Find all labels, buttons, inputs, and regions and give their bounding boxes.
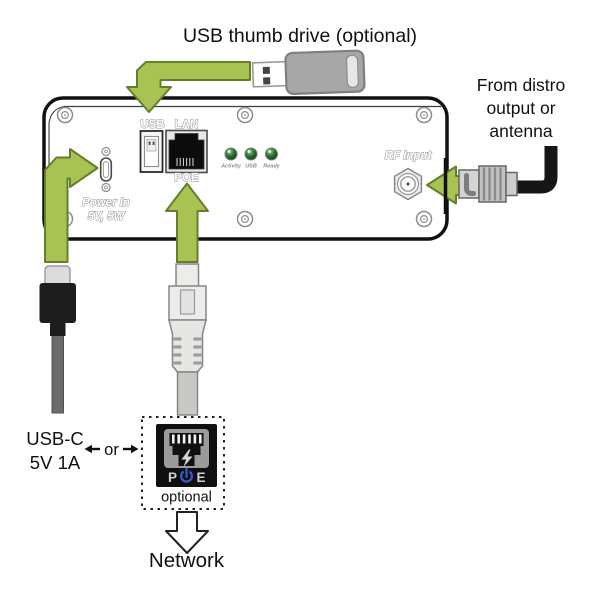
faceplate-left-edge — [48, 105, 65, 222]
device-panel: Power In 5V, 5W USB LAN POE — [42, 96, 449, 241]
usbc-rating-line2: 5V 1A — [30, 452, 81, 473]
poe-injector-box: P E optional — [141, 416, 225, 510]
usb-drive-cap-line — [345, 54, 359, 88]
power-symbol-icon — [179, 467, 194, 483]
bnc-bayonet-slot — [464, 173, 476, 196]
poe-e-label: E — [196, 470, 205, 485]
arrow-usbc-to-power-in — [44, 148, 99, 263]
poe-optional-label: optional — [161, 490, 212, 506]
usbc-port — [99, 146, 113, 193]
poe-p-label: P — [168, 470, 177, 485]
arrow-lan-cable-to-port — [165, 182, 209, 263]
or-selector: or — [84, 441, 139, 459]
usb-drive-body — [284, 49, 366, 96]
usb-drive-contact — [262, 66, 270, 74]
power-in-rating-label: 5V, 5W — [88, 211, 126, 223]
or-right-arrow-icon — [131, 444, 139, 454]
rf-input-connector — [393, 167, 423, 201]
poe-port-label: POE — [174, 173, 199, 185]
led-activity-label: Activity — [220, 164, 242, 170]
lightning-bolt-icon — [181, 449, 193, 467]
title-usb-thumb-drive: USB thumb drive (optional) — [183, 25, 417, 47]
rf-source-line3: antenna — [489, 121, 553, 141]
ethernet-cable — [168, 263, 207, 416]
rf-source-line2: output or — [486, 98, 555, 118]
usb-drive-contact — [263, 77, 271, 85]
usb-port-label: USB — [140, 119, 164, 131]
or-label: or — [104, 441, 119, 459]
led-ready — [265, 147, 278, 161]
network-label: Network — [149, 549, 225, 572]
rf-source-caption: From distro output or antenna — [477, 75, 565, 141]
usbc-rating-line1: USB-C — [26, 428, 84, 449]
led-ready-label: Ready — [263, 164, 280, 170]
poe-jack-icon — [164, 429, 209, 468]
rf-input-label: RF Input — [385, 150, 433, 162]
usbc-cable — [39, 265, 76, 414]
arrow-usb-drive-to-port — [126, 61, 251, 113]
flow-arrows — [44, 61, 469, 263]
lan-port — [165, 129, 208, 174]
usb-thumb-drive — [251, 49, 366, 96]
status-leds: Activity USB Ready — [220, 147, 281, 170]
or-left-arrow-icon — [84, 444, 92, 454]
antenna-cable — [514, 146, 558, 194]
led-activity — [224, 147, 238, 161]
led-usb-label: USB — [245, 164, 257, 170]
usb-a-port — [139, 130, 164, 173]
rf-source-line1: From distro — [477, 75, 565, 95]
bnc-connector — [458, 146, 558, 203]
led-usb — [244, 147, 258, 161]
power-in-label: Power In — [82, 197, 130, 209]
arrow-to-network — [165, 511, 209, 554]
lan-port-label: LAN — [175, 119, 199, 131]
